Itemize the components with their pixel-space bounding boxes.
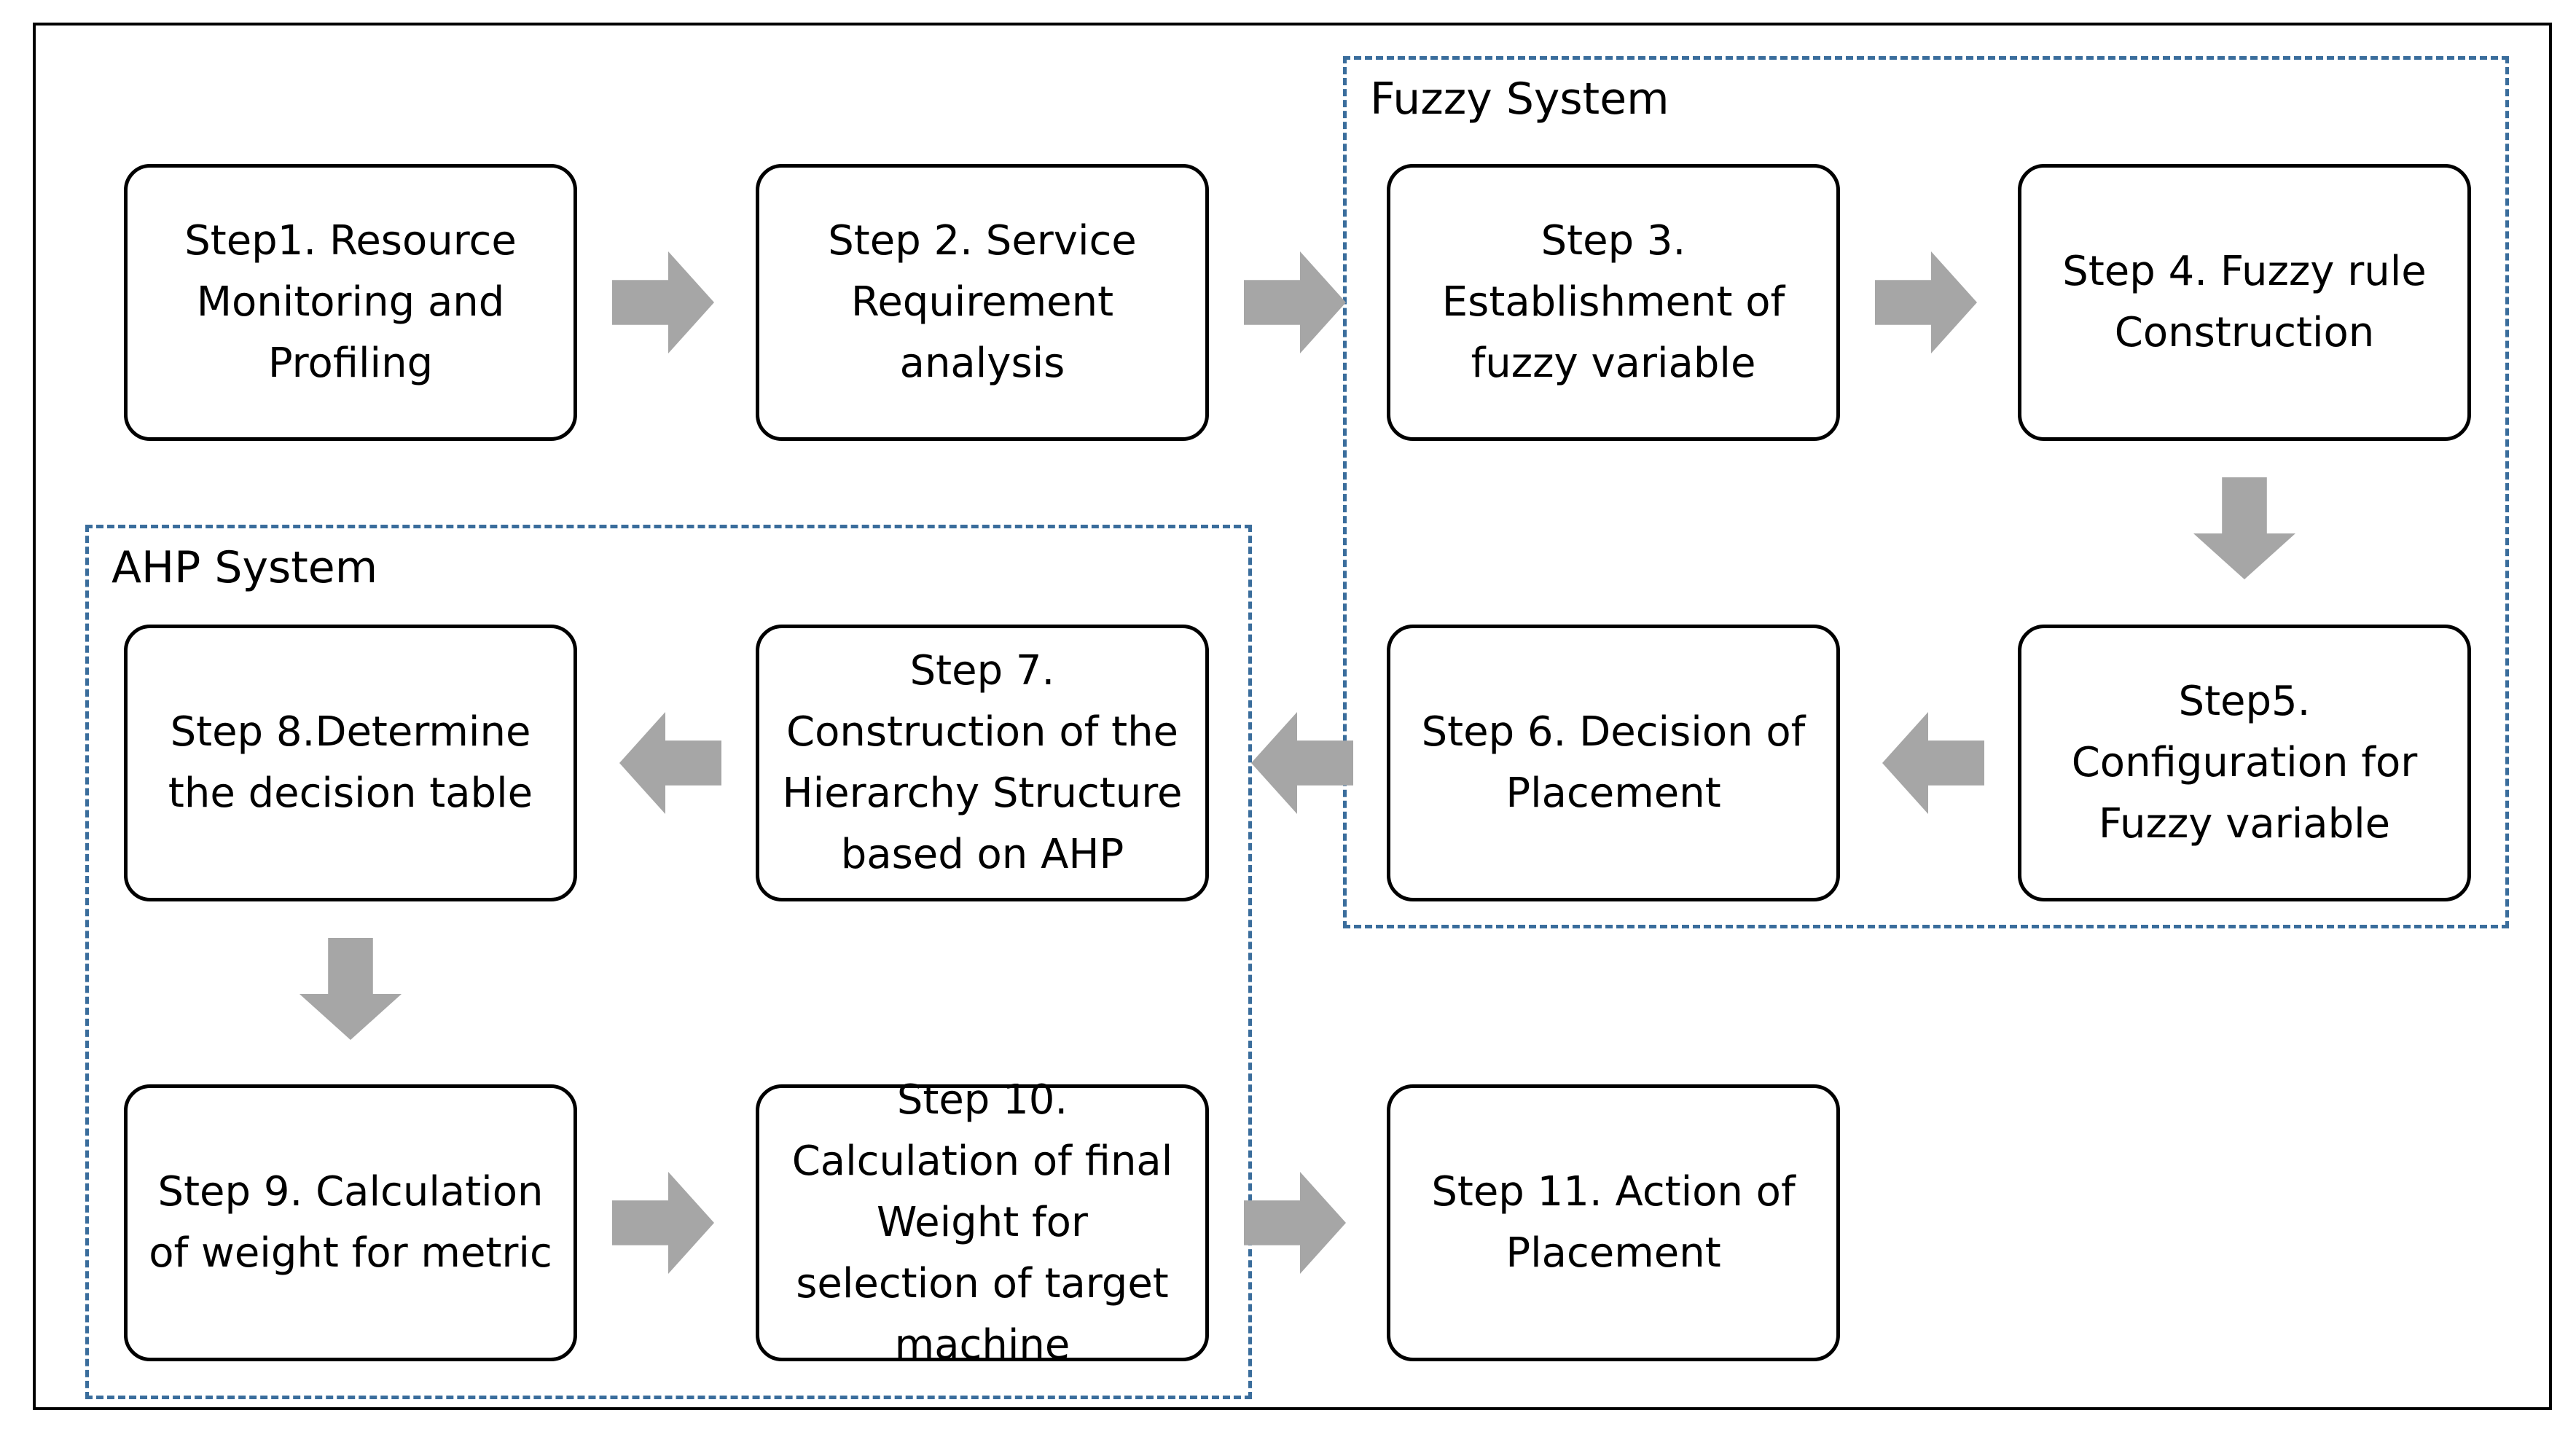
arrow-shape bbox=[619, 712, 721, 814]
step7-box[interactable]: Step 7. Construction of the Hierarchy St… bbox=[756, 625, 1209, 901]
fuzzy-system-label: Fuzzy System bbox=[1370, 74, 1669, 125]
arrow-shape bbox=[612, 251, 714, 353]
step1-text: Step1. Resource Monitoring and Profiling bbox=[184, 217, 517, 387]
arrow-step7-to-step8 bbox=[619, 712, 721, 814]
step8-box[interactable]: Step 8.Determine the decision table bbox=[124, 625, 577, 901]
step4-text: Step 4. Fuzzy rule Construction bbox=[2062, 248, 2427, 356]
arrow-step1-to-step2 bbox=[612, 251, 714, 353]
arrow-icon bbox=[2193, 477, 2295, 579]
arrow-shape bbox=[300, 938, 402, 1040]
arrow-icon bbox=[1244, 251, 1346, 353]
arrow-shape bbox=[1244, 1172, 1346, 1274]
step7-text: Step 7. Construction of the Hierarchy St… bbox=[782, 647, 1183, 878]
ahp-system-label: AHP System bbox=[111, 542, 378, 593]
diagram-frame bbox=[33, 23, 2552, 1410]
step11-text: Step 11. Action of Placement bbox=[1431, 1168, 1796, 1277]
step9-text: Step 9. Calculation of weight for metric bbox=[149, 1168, 552, 1277]
step3-text: Step 3. Establishment of fuzzy variable bbox=[1441, 217, 1785, 387]
step10-box[interactable]: Step 10. Calculation of final Weight for… bbox=[756, 1076, 1209, 1369]
arrow-step5-to-step6 bbox=[1882, 712, 1984, 814]
arrow-step2-to-step3 bbox=[1244, 251, 1346, 353]
arrow-icon bbox=[1875, 251, 1977, 353]
arrow-step8-to-step9 bbox=[300, 938, 402, 1040]
fuzzy-system-group bbox=[1343, 56, 2509, 928]
arrow-icon bbox=[619, 712, 721, 814]
arrow-step10-to-step11 bbox=[1244, 1172, 1346, 1274]
arrow-step6-to-step7 bbox=[1251, 712, 1353, 814]
arrow-icon bbox=[300, 938, 402, 1040]
ahp-system-group bbox=[85, 525, 1252, 1399]
step10-text: Step 10. Calculation of final Weight for… bbox=[791, 1076, 1173, 1369]
step11-box[interactable]: Step 11. Action of Placement bbox=[1387, 1084, 1840, 1361]
step9-box[interactable]: Step 9. Calculation of weight for metric bbox=[124, 1084, 577, 1361]
arrow-step9-to-step10 bbox=[612, 1172, 714, 1274]
step4-box[interactable]: Step 4. Fuzzy rule Construction bbox=[2018, 164, 2471, 441]
arrow-icon bbox=[612, 251, 714, 353]
arrow-shape bbox=[1251, 712, 1353, 814]
step1-box[interactable]: Step1. Resource Monitoring and Profiling bbox=[124, 164, 577, 441]
step5-box[interactable]: Step5. Configuration for Fuzzy variable bbox=[2018, 625, 2471, 901]
step6-box[interactable]: Step 6. Decision of Placement bbox=[1387, 625, 1840, 901]
arrow-step3-to-step4 bbox=[1875, 251, 1977, 353]
arrow-shape bbox=[612, 1172, 714, 1274]
arrow-shape bbox=[2193, 477, 2295, 579]
arrow-shape bbox=[1882, 712, 1984, 814]
arrow-icon bbox=[1244, 1172, 1346, 1274]
step3-box[interactable]: Step 3. Establishment of fuzzy variable bbox=[1387, 164, 1840, 441]
arrow-step4-to-step5 bbox=[2193, 477, 2295, 579]
step6-text: Step 6. Decision of Placement bbox=[1421, 708, 1806, 817]
arrow-icon bbox=[612, 1172, 714, 1274]
step2-box[interactable]: Step 2. Service Requirement analysis bbox=[756, 164, 1209, 441]
arrow-shape bbox=[1244, 251, 1346, 353]
step2-text: Step 2. Service Requirement analysis bbox=[828, 217, 1137, 387]
step5-text: Step5. Configuration for Fuzzy variable bbox=[2071, 678, 2418, 848]
arrow-icon bbox=[1251, 712, 1353, 814]
arrow-shape bbox=[1875, 251, 1977, 353]
step8-text: Step 8.Determine the decision table bbox=[168, 708, 533, 817]
arrow-icon bbox=[1882, 712, 1984, 814]
